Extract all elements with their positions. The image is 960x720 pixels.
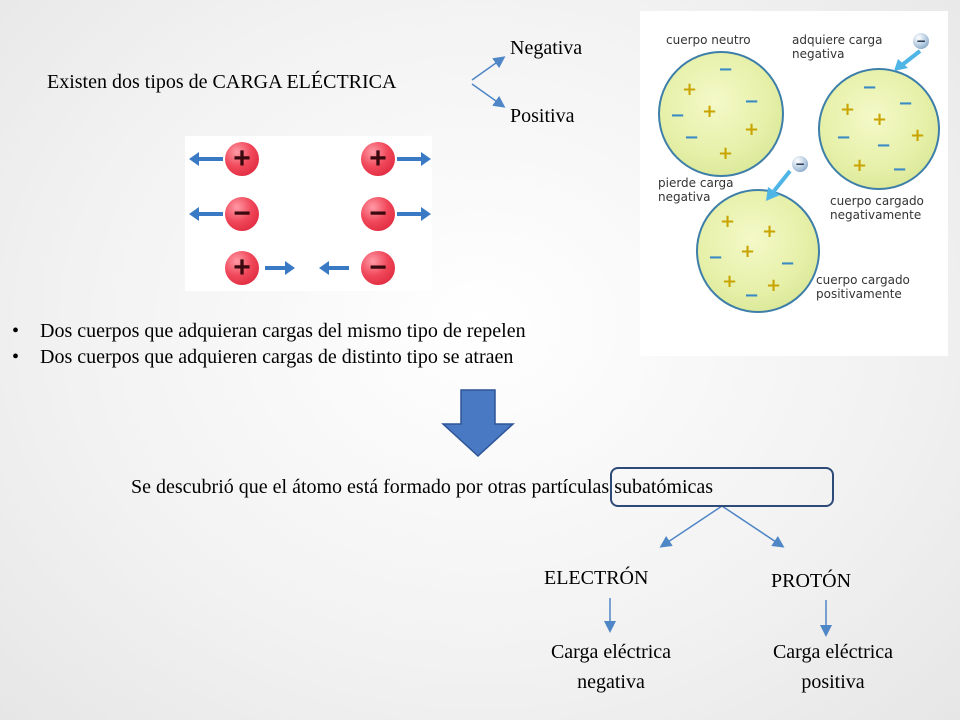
charged-bodies-image: cuerpo neutro adquiere carga negativa pi… — [640, 11, 948, 356]
discovery-text: Se descubrió que el átomo está formado p… — [131, 476, 532, 498]
electron-particle-icon: − — [913, 33, 929, 49]
highlight-box — [610, 467, 834, 507]
electron-particle-icon: − — [792, 156, 808, 172]
bullet-dot: • — [12, 346, 20, 368]
minus-symbol: − — [744, 91, 760, 112]
bullet-item: • Dos cuerpos que adquieran cargas del mi… — [12, 318, 526, 344]
branch-line-negative — [471, 56, 506, 81]
plus-symbol: + — [718, 143, 734, 164]
bullet-list: • Dos cuerpos que adquieran cargas del mi… — [12, 318, 526, 370]
plus-symbol: + — [682, 79, 698, 100]
branch-line-proton — [721, 505, 785, 548]
electron-label: ELECTRÓN — [544, 567, 649, 589]
plus-symbol: + — [720, 211, 736, 232]
minus-symbol: − — [780, 253, 796, 274]
bullet-text: Dos cuerpos que adquieren cargas de dist… — [40, 346, 514, 368]
positive-sphere — [696, 189, 820, 313]
branch-line-positive — [471, 83, 506, 108]
minus-symbol: − — [862, 77, 878, 98]
bullet-item: • Dos cuerpos que adquieren cargas de dis… — [12, 344, 526, 370]
bullet-dot: • — [12, 320, 20, 342]
electron-charge-line1: Carga eléctrica — [550, 641, 672, 663]
minus-symbol: − — [876, 135, 892, 156]
electron-charge: Carga eléctrica negativa — [538, 640, 684, 694]
plus-symbol: + — [910, 125, 926, 146]
minus-symbol: − — [836, 127, 852, 148]
plus-symbol: + — [762, 221, 778, 242]
discovery-statement: Se descubrió que el átomo está formado p… — [131, 475, 713, 499]
minus-symbol: − — [670, 105, 686, 126]
intro-text: Existen dos tipos de CARGA ELÉCTRICA — [47, 71, 397, 93]
plus-symbol: + — [722, 271, 738, 292]
positively-charged-label: cuerpo cargado positivamente — [816, 273, 910, 301]
down-arrow-icon — [441, 389, 515, 458]
neutral-sphere — [658, 51, 784, 177]
minus-symbol: − — [892, 159, 908, 180]
plus-symbol: + — [740, 241, 756, 262]
charges-arrows — [189, 152, 431, 275]
minus-symbol: − — [718, 59, 734, 80]
plus-symbol: + — [872, 109, 888, 130]
transfer-arrows — [766, 49, 922, 201]
proton-label: PROTÓN — [771, 570, 852, 592]
proton-charge-line2: positiva — [801, 671, 865, 693]
minus-symbol: − — [684, 127, 700, 148]
proton-charge: Carga eléctrica positiva — [760, 640, 906, 694]
positive-charge-icon: + — [225, 251, 259, 285]
plus-symbol: + — [852, 155, 868, 176]
negative-sphere — [818, 68, 940, 190]
positive-label: Positiva — [510, 105, 575, 127]
negative-label: Negativa — [510, 37, 583, 59]
proton-charge-line1: Carga eléctrica — [772, 641, 894, 663]
loses-negative-label: pierde carga negativa — [658, 176, 734, 204]
bullet-text: Dos cuerpos que adquieran cargas del mis… — [40, 320, 526, 342]
minus-symbol: − — [898, 93, 914, 114]
positive-charge-icon: + — [361, 142, 395, 176]
negatively-charged-label: cuerpo cargado negativamente — [830, 194, 924, 222]
negative-charge-icon: − — [361, 197, 395, 231]
plus-symbol: + — [766, 275, 782, 296]
neutral-body-label: cuerpo neutro — [666, 33, 751, 47]
plus-symbol: + — [702, 101, 718, 122]
positive-charge-icon: + — [225, 142, 259, 176]
plus-symbol: + — [744, 119, 760, 140]
branch-line-electron — [659, 505, 723, 548]
minus-symbol: − — [744, 285, 760, 306]
electron-charge-line2: negativa — [577, 671, 645, 693]
gains-negative-label: adquiere carga negativa — [792, 33, 883, 61]
negative-charge-icon: − — [361, 251, 395, 285]
minus-symbol: − — [708, 247, 724, 268]
charges-interaction-image: + + − − + − — [185, 136, 432, 291]
plus-symbol: + — [840, 99, 856, 120]
subatomic-particles-text: partículas subatómicas — [531, 476, 714, 498]
negative-charge-icon: − — [225, 197, 259, 231]
